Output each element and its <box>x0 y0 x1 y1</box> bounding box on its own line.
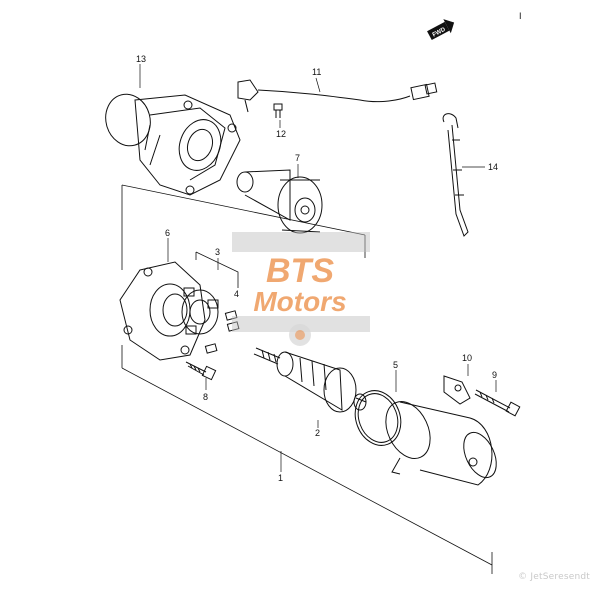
part-9-bolt <box>474 389 521 417</box>
part-14-clamp <box>442 113 469 237</box>
callout-3: 3 <box>215 247 220 257</box>
leader-lines <box>139 64 497 472</box>
callout-11: 11 <box>312 67 321 77</box>
part-12-bolt <box>273 103 283 118</box>
callout-13: 13 <box>136 54 146 64</box>
callout-4: 4 <box>234 289 239 299</box>
bts-motors-watermark: BTS Motors <box>232 232 370 346</box>
part-3-brush-holder <box>181 287 219 335</box>
part-6-front-bracket <box>119 261 206 361</box>
callout-2: 2 <box>315 428 320 438</box>
site-credit: © JetSeresendt <box>518 572 590 582</box>
callout-6: 6 <box>165 228 170 238</box>
assembly-bracket-lines <box>121 184 493 574</box>
callout-7: 7 <box>295 153 300 163</box>
callout-14: 14 <box>488 162 498 172</box>
part-5-o-ring <box>354 390 402 446</box>
part-2-armature <box>253 347 367 413</box>
part-10-terminal <box>443 375 471 405</box>
callout-10: 10 <box>462 353 472 363</box>
callout-8: 8 <box>203 392 208 402</box>
callout-5: 5 <box>393 360 398 370</box>
part-yoke <box>385 401 497 486</box>
callout-1: 1 <box>278 473 283 483</box>
part-8-screw <box>185 361 217 381</box>
part-11-cable <box>237 79 438 113</box>
callout-12: 12 <box>276 129 286 139</box>
corner-mark: I <box>519 11 522 21</box>
callout-numbers: 13 11 12 7 14 6 3 4 8 2 5 10 9 1 <box>136 54 498 483</box>
fwd-arrow-icon: FWD <box>427 19 455 41</box>
watermark-line2: Motors <box>253 286 346 317</box>
part-13-housing <box>105 93 241 196</box>
watermark-line1: BTS <box>266 252 334 290</box>
part-4-brushes <box>204 310 240 354</box>
part-7-starter-clutch <box>236 169 323 234</box>
callout-9: 9 <box>492 370 497 380</box>
